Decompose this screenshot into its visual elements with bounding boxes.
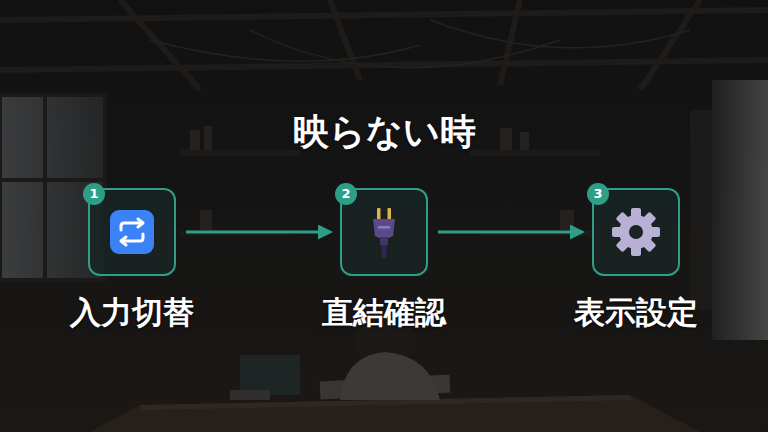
callout-number: 2 (335, 183, 357, 205)
step-label: 表示設定 (574, 294, 698, 331)
flow-arrow (186, 231, 330, 234)
callout-number: 1 (83, 183, 105, 205)
step-label: 入力切替 (70, 294, 194, 331)
slide-title: 映らない時 (0, 110, 768, 153)
callout-number: 3 (587, 183, 609, 205)
step-label: 直結確認 (322, 294, 446, 331)
flow-arrow (438, 231, 582, 234)
